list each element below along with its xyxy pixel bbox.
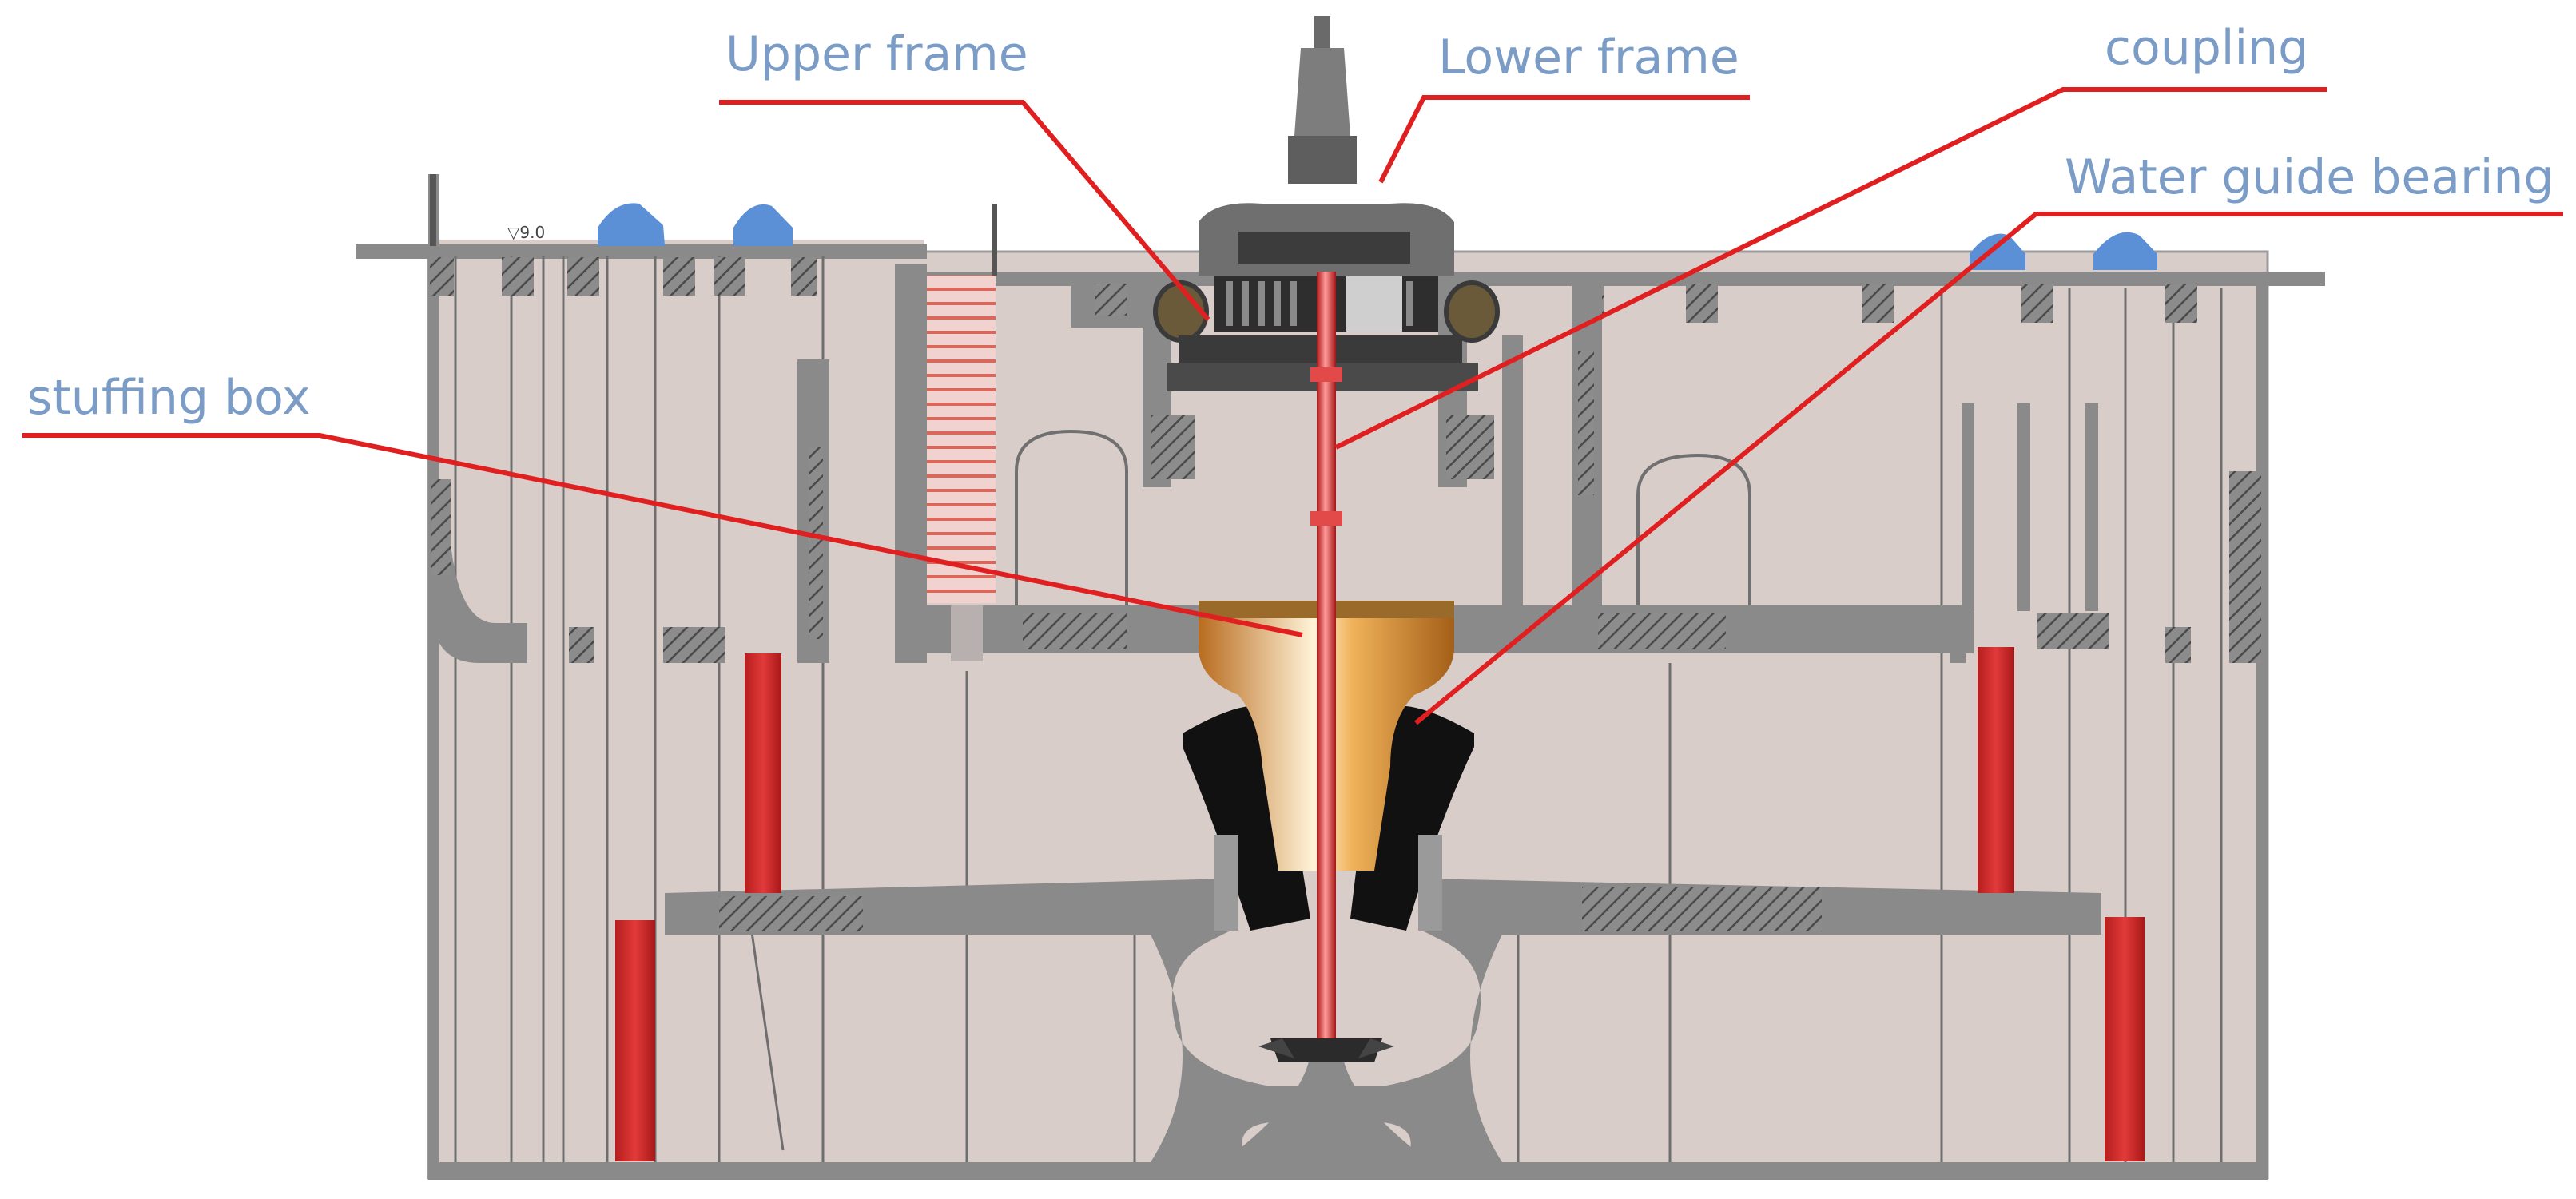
turbine-runner (1258, 1038, 1394, 1062)
stair-shaft (927, 276, 996, 603)
water-guide-bearing-leader (1414, 212, 2563, 725)
upper-frame-label: Upper frame (725, 26, 1028, 82)
stay-ring (665, 879, 2101, 1162)
parapet-blocks-right (1578, 284, 2197, 323)
arched-openings (1015, 429, 1751, 605)
main-shaft (1317, 272, 1336, 1038)
coupling-leader (1334, 87, 2327, 450)
lower-frame-leader (1378, 95, 1750, 184)
upper-frame-leader (719, 100, 1210, 321)
support-columns (615, 647, 2145, 1161)
coupling-label: coupling (2105, 20, 2309, 76)
shaft-coupling (1310, 367, 1342, 382)
stuffing-box-leader (22, 433, 1303, 637)
stuffing-box-label: stuffing box (27, 370, 311, 426)
parapet-blocks-left (430, 257, 817, 296)
leader-lines (22, 87, 2563, 725)
stair-wall (895, 264, 927, 663)
left-duct (431, 479, 527, 663)
elevation-marker: ▽9.0 (430, 174, 997, 276)
right-ribs (1950, 403, 2261, 663)
powerhouse-body (356, 174, 2325, 1180)
elevation-label: ▽9.0 (507, 223, 545, 242)
lower-frame-label: Lower frame (1438, 30, 1739, 85)
roof-caps (598, 203, 2157, 270)
water-guide-bearing-label: Water guide bearing (2065, 149, 2554, 205)
